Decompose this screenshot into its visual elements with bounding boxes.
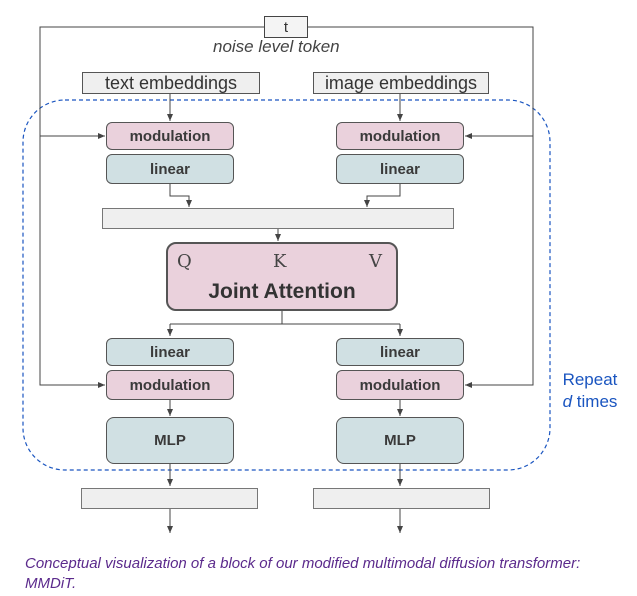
image-modulation-out-label: modulation — [359, 376, 441, 394]
image-modulation-in-label: modulation — [359, 127, 441, 145]
repeat-variable: d — [562, 392, 573, 411]
image-mlp-label: MLP — [384, 432, 416, 449]
image-mlp: MLP — [336, 417, 464, 464]
text-output-bar — [81, 488, 258, 509]
image-linear-out: linear — [336, 338, 464, 366]
image-output-bar — [313, 488, 490, 509]
image-modulation-out: modulation — [336, 370, 464, 400]
image-linear-out-label: linear — [379, 343, 421, 361]
image-embeddings-label: image embeddings — [324, 72, 478, 93]
noise-token-label: t — [283, 18, 289, 36]
text-modulation-out-label: modulation — [129, 376, 211, 394]
text-mlp: MLP — [106, 417, 234, 464]
text-linear-out: linear — [106, 338, 234, 366]
joint-attention-block: Q K V Joint Attention — [166, 242, 398, 311]
image-linear-in: linear — [336, 154, 464, 184]
key-label: K — [273, 251, 287, 272]
caption-line1: Conceptual visualization of a block of o… — [25, 555, 581, 572]
text-modulation-in: modulation — [106, 122, 234, 150]
text-embeddings-label: text embeddings — [104, 72, 238, 93]
query-label: Q — [177, 251, 192, 272]
image-embeddings-box: image embeddings — [313, 72, 489, 94]
concat-bar — [102, 208, 454, 229]
text-modulation-out: modulation — [106, 370, 234, 400]
text-embeddings-box: text embeddings — [82, 72, 260, 94]
text-mlp-label: MLP — [154, 432, 186, 449]
text-modulation-in-label: modulation — [129, 127, 211, 145]
noise-token-caption: noise level token — [213, 37, 340, 56]
image-linear-in-label: linear — [379, 160, 421, 178]
value-label: V — [369, 251, 382, 272]
repeat-boundary — [22, 99, 551, 471]
figure-caption: Conceptual visualization of a block of o… — [25, 554, 633, 594]
repeat-label: Repeat d times — [556, 369, 624, 413]
repeat-suffix: times — [572, 392, 618, 411]
repeat-line2: d times — [556, 391, 624, 413]
text-linear-in-label: linear — [149, 160, 191, 178]
noise-token-box: t — [264, 16, 308, 38]
joint-attention-title: Joint Attention — [208, 280, 356, 303]
image-modulation-in: modulation — [336, 122, 464, 150]
caption-line2: MMDiT. — [25, 575, 77, 592]
repeat-line1: Repeat — [562, 370, 618, 389]
text-linear-in: linear — [106, 154, 234, 184]
text-linear-out-label: linear — [149, 343, 191, 361]
